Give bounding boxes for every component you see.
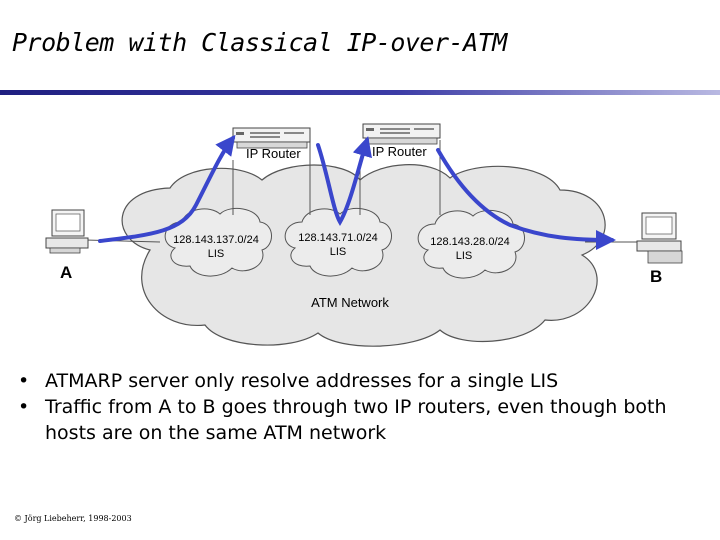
ip-router-1-label: IP Router: [246, 146, 301, 161]
bullet-list: • ATMARP server only resolve addresses fo…: [18, 368, 708, 446]
bullet-item: • ATMARP server only resolve addresses fo…: [18, 368, 708, 394]
host-a-computer: [45, 209, 89, 254]
bullet-text: ATMARP server only resolve addresses for…: [45, 370, 559, 392]
lis-2-type: LIS: [330, 246, 347, 258]
host-a-label: A: [60, 263, 72, 282]
host-b-label: B: [650, 267, 662, 286]
lis-cloud-3: [417, 209, 525, 279]
lis-1-address: 128.143.137.0/24: [173, 234, 259, 246]
ip-router-2: [362, 123, 441, 145]
slide-title: Problem with Classical IP-over-ATM: [12, 28, 507, 57]
host-b-computer: [636, 212, 683, 264]
ip-router-1: [232, 127, 311, 149]
lis-3-type: LIS: [456, 250, 473, 262]
path-a-to-router-1-arrow: [98, 134, 236, 243]
bullet-text: Traffic from A to B goes through two IP …: [45, 396, 667, 444]
atm-network-label: ATM Network: [311, 295, 389, 310]
copyright-footer: © Jörg Liebeherr, 1998-2003: [14, 514, 132, 523]
path-router-2-to-b-arrow: [436, 148, 616, 250]
lis-3-address: 128.143.28.0/24: [430, 236, 510, 248]
bullet-marker: •: [18, 370, 30, 392]
path-router-1-to-router-2-arrow: [316, 136, 372, 226]
lis-2-address: 128.143.71.0/24: [298, 232, 378, 244]
bullet-item: • Traffic from A to B goes through two IP…: [18, 394, 708, 446]
lis-1-type: LIS: [208, 248, 225, 260]
traffic-path: [98, 134, 616, 250]
title-divider: [0, 90, 720, 95]
ip-router-2-label: IP Router: [372, 144, 427, 159]
lis-cloud-2: [284, 207, 392, 277]
bullet-marker: •: [18, 396, 30, 418]
